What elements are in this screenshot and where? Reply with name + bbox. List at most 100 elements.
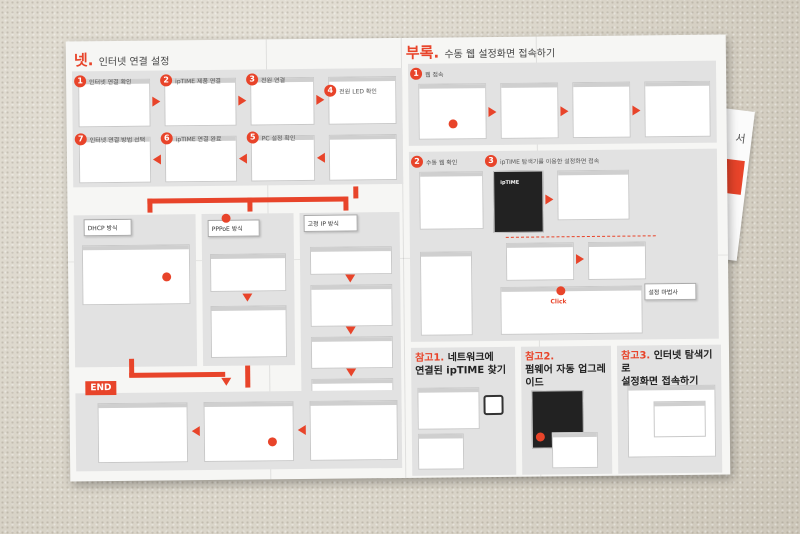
- branch-note: DHCP 방식: [83, 218, 132, 237]
- arrow-right-icon: [560, 106, 569, 117]
- screenshot-card: [417, 387, 480, 430]
- step-number: 1: [410, 67, 423, 80]
- screenshot-card: [309, 400, 399, 461]
- step-label: ipTIME 제품 연결: [175, 77, 221, 86]
- screenshot-card: [587, 241, 647, 281]
- reference-line: 네트워크에: [447, 352, 494, 364]
- step-number: 2: [160, 74, 173, 87]
- appendix-step1-panel: 1 웹 접속: [407, 60, 717, 146]
- screenshot-card: [309, 246, 393, 275]
- step-label: 인터넷 연결 방법 선택: [89, 136, 146, 145]
- manual-poster: 넷. 인터넷 연결 설정 1 인터넷 연결 확인 2 ipTIME 제품 연결 …: [65, 34, 731, 482]
- branch-connector: [147, 198, 153, 213]
- back-sheet-text: 서: [734, 131, 747, 146]
- dashed-guide: [505, 235, 656, 238]
- step-label: 수동 웹 확인: [425, 159, 458, 167]
- screenshot-card: [500, 285, 643, 335]
- branch-connector: [343, 196, 349, 211]
- screenshot-card: [418, 83, 487, 140]
- step-number: 3: [246, 73, 259, 86]
- step-label: 인터넷 연결 확인: [89, 78, 132, 87]
- click-pin-icon: [556, 286, 566, 296]
- click-pin-icon: [535, 432, 545, 442]
- branch-connector: [247, 197, 253, 212]
- left-section-title: 인터넷 연결 설정: [98, 56, 170, 69]
- final-panel: [75, 389, 403, 472]
- reference-tag: 참고3.: [620, 350, 651, 362]
- step-label: 전원 LED 확인: [339, 88, 377, 96]
- arrow-right-icon: [545, 194, 554, 205]
- reference-1-heading: 참고1. 네트워크에 연결된 ipTIME 찾기: [415, 351, 506, 378]
- arrow-down-icon: [345, 326, 356, 335]
- step-number: 2: [410, 155, 424, 168]
- screenshot-card: [557, 169, 630, 221]
- arrow-right-icon: [488, 106, 497, 118]
- step-label: ipTIME 탐색기를 이용한 설정화면 접속: [499, 157, 600, 166]
- arrow-down-icon: [346, 368, 357, 377]
- step-label: 웹 접속: [425, 71, 444, 79]
- screenshot-card: [572, 81, 631, 139]
- step-number: 5: [246, 131, 259, 144]
- step-card: [328, 134, 398, 181]
- screenshot-card: [310, 284, 393, 327]
- setup-steps-panel: 1 인터넷 연결 확인 2 ipTIME 제품 연결 3 전원 연결 4 전원 …: [72, 67, 404, 188]
- step-card: [328, 76, 397, 125]
- screenshot-card: [210, 305, 288, 358]
- arrow-left-icon: [316, 152, 325, 163]
- screenshot-card: [419, 171, 484, 230]
- step-number: 1: [74, 75, 87, 88]
- reference-3-panel: 참고3. 인터넷 탐색기로 설정화면 접속하기: [616, 344, 723, 474]
- click-pin-icon: [267, 437, 277, 447]
- reference-2-panel: 참고2. 펌웨어 자동 업그레이드: [520, 345, 613, 475]
- screenshot-card: [209, 253, 287, 292]
- end-badge: END: [85, 380, 117, 396]
- reference-2-heading: 참고2. 펌웨어 자동 업그레이드: [525, 350, 611, 390]
- screenshot-card: [310, 336, 394, 369]
- reference-tag: 참고2.: [524, 351, 555, 363]
- reference-3-heading: 참고3. 인터넷 탐색기로 설정화면 접속하기: [621, 349, 721, 389]
- step-label: PC 설정 확인: [261, 135, 296, 143]
- step-number: 6: [160, 132, 173, 145]
- branch-note: PPPoE 방식: [207, 219, 260, 237]
- arrow-right-icon: [316, 94, 325, 105]
- step-number: 4: [324, 84, 337, 97]
- arrow-right-icon: [632, 105, 641, 116]
- screenshot-card: [417, 433, 465, 470]
- arrow-right-icon: [238, 95, 247, 106]
- left-section-marker: 넷.: [73, 51, 94, 70]
- branch-note: 고정 IP 방식: [303, 214, 358, 232]
- callout-note: 설정 마법사: [644, 282, 697, 301]
- screenshot-card: [505, 242, 575, 281]
- step-number: 3: [484, 154, 498, 168]
- screenshot-card: [97, 402, 189, 464]
- step-number: 7: [74, 133, 87, 146]
- right-section-title: 수동 웹 설정화면 접속하기: [444, 48, 556, 61]
- click-label: Click: [550, 298, 567, 306]
- arrow-down-icon: [345, 274, 356, 283]
- right-section-marker: 부록.: [405, 43, 440, 62]
- step-label: 전원 연결: [261, 77, 286, 85]
- dialog-card: [653, 400, 706, 438]
- arrow-left-icon: [191, 426, 200, 437]
- arrow-down-icon: [221, 377, 232, 386]
- reference-1-panel: 참고1. 네트워크에 연결된 ipTIME 찾기: [410, 346, 517, 476]
- step-label: ipTIME 연결 완료: [175, 135, 222, 144]
- search-icon: [483, 394, 504, 416]
- reference-line: 펌웨어 자동 업그레이드: [525, 363, 606, 389]
- brand-text: ipTIME: [500, 179, 520, 186]
- pin-icon: [221, 213, 231, 223]
- arrow-right-icon: [575, 254, 585, 265]
- reference-line: 연결된 ipTIME 찾기: [415, 364, 507, 377]
- screenshot-card: [419, 251, 473, 336]
- right-section-heading: 부록. 수동 웹 설정화면 접속하기: [406, 40, 556, 63]
- flow-line: [245, 365, 251, 388]
- arrow-left-icon: [152, 154, 162, 165]
- screenshot-card: [203, 401, 295, 463]
- left-section-heading: 넷. 인터넷 연결 설정: [74, 48, 170, 70]
- pppoe-column: PPPoE 방식: [201, 213, 296, 367]
- screenshot-card: [81, 244, 191, 306]
- arrow-left-icon: [297, 424, 306, 436]
- screenshot-card: [500, 82, 559, 139]
- branch-connector: [353, 186, 359, 199]
- explorer-window: ipTIME: [493, 170, 544, 233]
